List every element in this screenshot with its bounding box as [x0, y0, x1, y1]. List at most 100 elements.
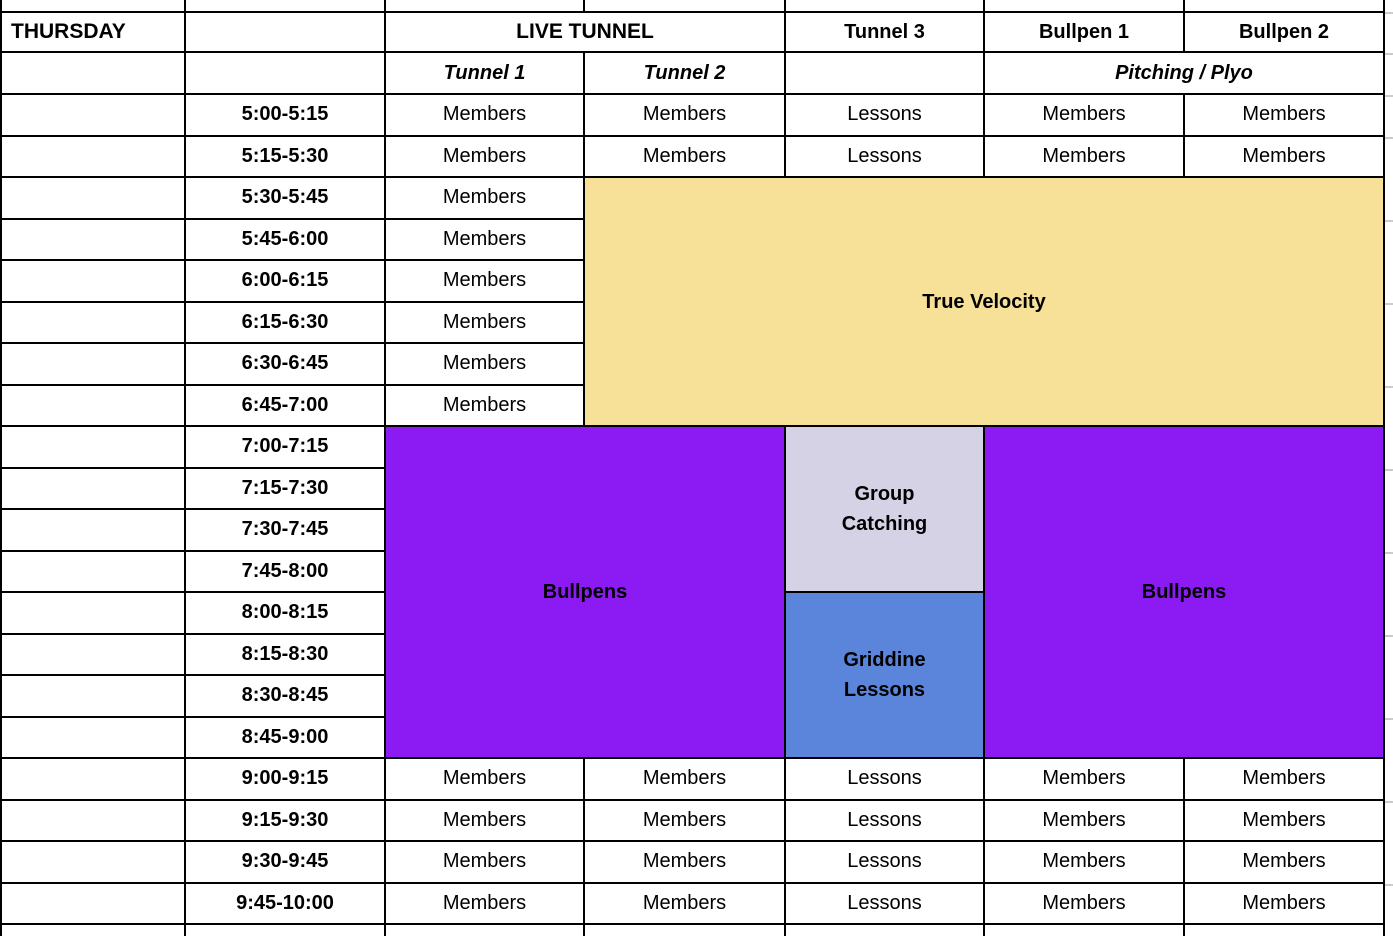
time-cell[interactable]: 8:15-8:30: [186, 634, 386, 676]
empty-cell[interactable]: [1185, 925, 1385, 936]
empty-cell[interactable]: [786, 0, 985, 13]
schedule-cell-tunnel1[interactable]: Members: [386, 385, 585, 427]
empty-cell[interactable]: [1185, 0, 1385, 13]
bullpen1-header[interactable]: Bullpen 1: [985, 13, 1185, 53]
time-cell[interactable]: 7:15-7:30: [186, 468, 386, 510]
schedule-cell-tunnel2[interactable]: Members: [585, 95, 786, 137]
schedule-cell-bullpen1[interactable]: Members: [985, 95, 1185, 137]
empty-cell[interactable]: [186, 0, 386, 13]
true-velocity-block[interactable]: True Velocity: [585, 178, 1385, 427]
time-cell[interactable]: 5:00-5:15: [186, 95, 386, 137]
schedule-cell-tunnel2[interactable]: Members: [585, 759, 786, 801]
schedule-cell-bullpen1[interactable]: Members: [985, 842, 1185, 884]
empty-cell[interactable]: [386, 0, 585, 13]
time-cell[interactable]: 6:45-7:00: [186, 385, 386, 427]
empty-cell[interactable]: [0, 634, 186, 676]
empty-cell[interactable]: [0, 427, 186, 469]
griddine-lessons-block[interactable]: Griddine Lessons: [786, 593, 985, 759]
time-cell[interactable]: 8:45-9:00: [186, 717, 386, 759]
bullpen2-header[interactable]: Bullpen 2: [1185, 13, 1385, 53]
schedule-cell-tunnel1[interactable]: Members: [386, 759, 585, 801]
empty-cell[interactable]: [0, 219, 186, 261]
empty-cell[interactable]: [186, 53, 386, 95]
empty-cell[interactable]: [0, 800, 186, 842]
time-cell[interactable]: 8:30-8:45: [186, 676, 386, 718]
empty-cell[interactable]: [186, 13, 386, 53]
schedule-cell-tunnel3[interactable]: Lessons: [786, 95, 985, 137]
live-tunnel-header[interactable]: LIVE TUNNEL: [386, 13, 786, 53]
time-cell[interactable]: 9:15-9:30: [186, 800, 386, 842]
schedule-cell-bullpen2[interactable]: Members: [1185, 800, 1385, 842]
schedule-cell-tunnel1[interactable]: Members: [386, 219, 585, 261]
time-cell[interactable]: 6:30-6:45: [186, 344, 386, 386]
empty-cell[interactable]: [0, 551, 186, 593]
schedule-cell-tunnel1[interactable]: Members: [386, 178, 585, 220]
group-catching-block[interactable]: Group Catching: [786, 427, 985, 593]
schedule-cell-tunnel1[interactable]: Members: [386, 136, 585, 178]
schedule-cell-bullpen2[interactable]: Members: [1185, 883, 1385, 925]
schedule-cell-tunnel1[interactable]: Members: [386, 800, 585, 842]
schedule-cell-tunnel3[interactable]: Lessons: [786, 136, 985, 178]
time-cell[interactable]: 6:00-6:15: [186, 261, 386, 303]
tunnel2-subheader[interactable]: Tunnel 2: [585, 53, 786, 95]
empty-cell[interactable]: [0, 883, 186, 925]
pitching-plyo-subheader[interactable]: Pitching / Plyo: [985, 53, 1385, 95]
empty-cell[interactable]: [0, 0, 186, 13]
time-cell[interactable]: 6:15-6:30: [186, 302, 386, 344]
time-cell[interactable]: 5:45-6:00: [186, 219, 386, 261]
bullpens-left-block[interactable]: Bullpens: [386, 427, 786, 759]
time-cell[interactable]: 7:45-8:00: [186, 551, 386, 593]
empty-cell[interactable]: [386, 925, 585, 936]
time-cell[interactable]: 9:30-9:45: [186, 842, 386, 884]
empty-cell[interactable]: [0, 510, 186, 552]
empty-cell[interactable]: [786, 53, 985, 95]
schedule-cell-tunnel1[interactable]: Members: [386, 95, 585, 137]
schedule-cell-bullpen1[interactable]: Members: [985, 759, 1185, 801]
schedule-cell-tunnel2[interactable]: Members: [585, 842, 786, 884]
empty-cell[interactable]: [0, 136, 186, 178]
empty-cell[interactable]: [985, 0, 1185, 13]
schedule-cell-tunnel3[interactable]: Lessons: [786, 842, 985, 884]
empty-cell[interactable]: [0, 717, 186, 759]
empty-cell[interactable]: [786, 925, 985, 936]
time-cell[interactable]: 8:00-8:15: [186, 593, 386, 635]
schedule-cell-tunnel1[interactable]: Members: [386, 261, 585, 303]
schedule-cell-tunnel2[interactable]: Members: [585, 136, 786, 178]
time-cell[interactable]: 5:15-5:30: [186, 136, 386, 178]
empty-cell[interactable]: [0, 925, 186, 936]
schedule-cell-tunnel1[interactable]: Members: [386, 302, 585, 344]
tunnel3-header[interactable]: Tunnel 3: [786, 13, 985, 53]
time-cell[interactable]: 9:00-9:15: [186, 759, 386, 801]
empty-cell[interactable]: [0, 385, 186, 427]
empty-cell[interactable]: [0, 759, 186, 801]
schedule-cell-tunnel1[interactable]: Members: [386, 344, 585, 386]
schedule-cell-tunnel1[interactable]: Members: [386, 842, 585, 884]
day-cell[interactable]: THURSDAY: [0, 13, 186, 53]
schedule-cell-bullpen1[interactable]: Members: [985, 136, 1185, 178]
empty-cell[interactable]: [985, 925, 1185, 936]
time-cell[interactable]: 7:30-7:45: [186, 510, 386, 552]
schedule-cell-bullpen2[interactable]: Members: [1185, 95, 1385, 137]
schedule-cell-tunnel3[interactable]: Lessons: [786, 759, 985, 801]
tunnel1-subheader[interactable]: Tunnel 1: [386, 53, 585, 95]
empty-cell[interactable]: [0, 178, 186, 220]
schedule-cell-tunnel1[interactable]: Members: [386, 883, 585, 925]
empty-cell[interactable]: [0, 593, 186, 635]
empty-cell[interactable]: [0, 468, 186, 510]
empty-cell[interactable]: [0, 95, 186, 137]
time-cell[interactable]: 7:00-7:15: [186, 427, 386, 469]
bullpens-right-block[interactable]: Bullpens: [985, 427, 1385, 759]
schedule-cell-bullpen1[interactable]: Members: [985, 800, 1185, 842]
time-cell[interactable]: 5:30-5:45: [186, 178, 386, 220]
schedule-cell-bullpen2[interactable]: Members: [1185, 842, 1385, 884]
empty-cell[interactable]: [0, 261, 186, 303]
schedule-cell-tunnel3[interactable]: Lessons: [786, 883, 985, 925]
empty-cell[interactable]: [0, 344, 186, 386]
empty-cell[interactable]: [585, 925, 786, 936]
empty-cell[interactable]: [0, 302, 186, 344]
schedule-cell-bullpen1[interactable]: Members: [985, 883, 1185, 925]
empty-cell[interactable]: [0, 676, 186, 718]
schedule-cell-tunnel2[interactable]: Members: [585, 800, 786, 842]
schedule-cell-bullpen2[interactable]: Members: [1185, 136, 1385, 178]
empty-cell[interactable]: [585, 0, 786, 13]
